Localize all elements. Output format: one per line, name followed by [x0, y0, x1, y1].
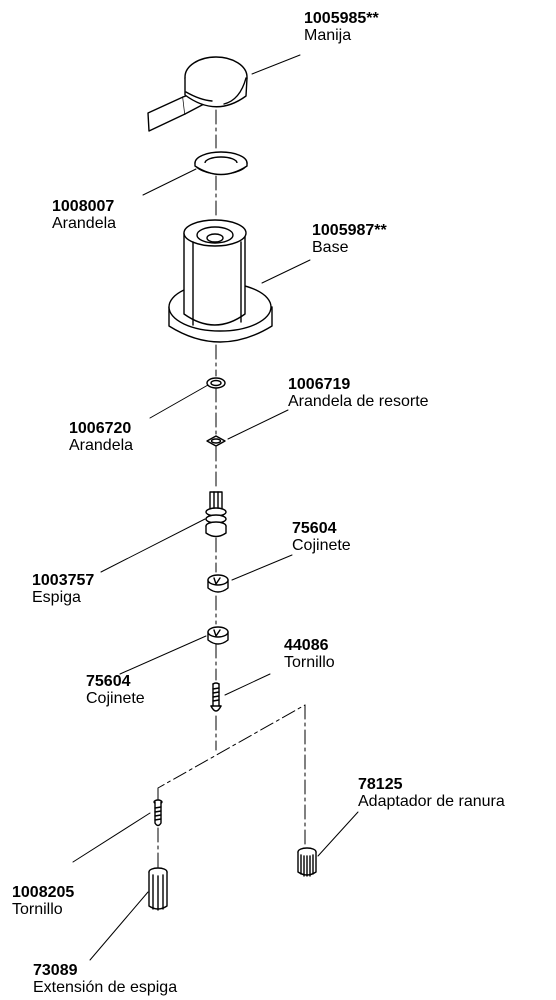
- part-name: Arandela: [69, 437, 134, 454]
- part-number: 1006720: [69, 420, 132, 437]
- part-number: 1008205: [12, 884, 75, 901]
- part-number: 75604: [86, 673, 131, 690]
- spring-washer-part: [206, 435, 226, 447]
- centre-axis: [157, 109, 306, 869]
- label-arandela-small: 1006720 Arandela: [69, 420, 133, 454]
- stem-part: [205, 491, 227, 538]
- part-number: 44086: [284, 637, 329, 654]
- part-number: 1003757: [32, 572, 95, 589]
- part-number: 73089: [33, 962, 78, 979]
- adapter-part: [297, 847, 317, 877]
- label-tornillo-2: 1008205 Tornillo: [12, 884, 74, 918]
- label-extension: 73089 Extensión de espiga: [33, 962, 177, 996]
- part-name: Tornillo: [284, 654, 335, 671]
- part-number: 78125: [358, 776, 403, 793]
- label-cojinete-2: 75604 Cojinete: [86, 673, 145, 707]
- part-name: Arandela: [52, 215, 117, 232]
- label-arandela-top: 1008007 Arandela: [52, 198, 116, 232]
- label-cojinete-1: 75604 Cojinete: [292, 520, 351, 554]
- part-name: Adaptador de ranura: [358, 793, 505, 810]
- label-manija: 1005985** Manija: [304, 10, 379, 44]
- base-part: [168, 219, 273, 343]
- part-number: 1005985**: [304, 10, 379, 27]
- label-arandela-resorte: 1006719 Arandela de resorte: [288, 376, 429, 410]
- part-number: 1005987**: [312, 222, 387, 239]
- part-name: Arandela de resorte: [288, 393, 429, 410]
- label-base: 1005987** Base: [312, 222, 387, 256]
- washer-top-part: [194, 151, 248, 176]
- part-number: 1008007: [52, 198, 115, 215]
- label-tornillo-1: 44086 Tornillo: [284, 637, 335, 671]
- extension-part: [148, 867, 168, 911]
- part-name: Cojinete: [292, 537, 351, 554]
- part-name: Espiga: [32, 589, 81, 606]
- screw-2-part: [153, 799, 163, 827]
- part-name: Base: [312, 239, 349, 256]
- screw-1-part: [210, 682, 222, 712]
- washer-small-part: [206, 377, 226, 389]
- part-number: 75604: [292, 520, 337, 537]
- part-name: Cojinete: [86, 690, 145, 707]
- bearing-1-part: [207, 574, 229, 593]
- leader-lines: [72, 54, 359, 961]
- label-adaptador: 78125 Adaptador de ranura: [358, 776, 505, 810]
- part-number: 1006719: [288, 376, 351, 393]
- handle-part: [147, 56, 248, 132]
- part-name: Manija: [304, 27, 352, 44]
- label-espiga: 1003757 Espiga: [32, 572, 94, 606]
- part-name: Tornillo: [12, 901, 63, 918]
- part-name: Extensión de espiga: [33, 979, 178, 996]
- bearing-2-part: [207, 626, 229, 645]
